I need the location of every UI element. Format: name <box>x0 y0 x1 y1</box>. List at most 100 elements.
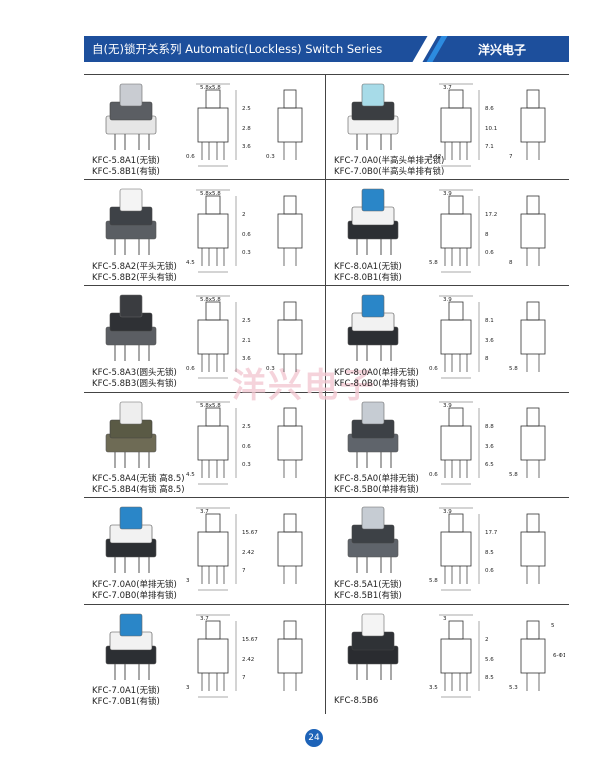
dimension-value: 3.9 <box>443 191 452 197</box>
dimension-value: 8.1 <box>485 318 494 324</box>
side-view-cap <box>283 195 297 215</box>
switch-cap <box>119 506 143 530</box>
dimension-value: 5.6 <box>485 657 494 663</box>
model-label: KFC-8.0B1(有锁) <box>334 272 402 283</box>
side-view-outline <box>277 425 303 461</box>
switch-pin <box>356 130 358 150</box>
dimension-value: 5.8x5.8 <box>200 297 221 303</box>
model-label: KFC-8.0A1(无锁) <box>334 262 402 272</box>
model-label: KFC-7.0B0(单排有锁) <box>92 590 177 601</box>
side-view-outline <box>277 638 303 674</box>
grid-line <box>84 74 569 75</box>
dimension-value: 2.8 <box>242 126 251 132</box>
front-view-outline <box>197 425 229 461</box>
front-view-cap <box>448 195 464 215</box>
side-view-outline <box>520 213 546 249</box>
grid-line <box>84 179 569 180</box>
dimension-value: 3 <box>443 616 447 622</box>
dimension-value: 3.6 <box>242 144 251 150</box>
dimension-value: 5.8 <box>429 260 438 266</box>
dimension-value: 0.6 <box>429 472 438 478</box>
switch-photo <box>105 294 157 361</box>
switch-cap <box>119 401 143 425</box>
front-view-cap <box>205 407 221 427</box>
switch-photo <box>105 188 157 255</box>
dimension-value: 15.67 <box>242 637 258 643</box>
front-view-cap <box>205 301 221 321</box>
model-label: KFC-7.0A1(无锁) <box>92 686 160 696</box>
switch-pin <box>138 553 140 573</box>
model-label: KFC-8.5B6 <box>334 696 379 706</box>
front-view-outline <box>440 319 472 355</box>
dimension-value: 7 <box>242 568 246 574</box>
dimension-value: 0.6 <box>186 154 195 160</box>
side-view-outline <box>520 319 546 355</box>
dimension-value: 5.8x5.8 <box>200 85 221 91</box>
switch-pin <box>138 448 140 468</box>
dimension-value: 5.8 <box>429 578 438 584</box>
dimension-value: 0.6 <box>485 568 494 574</box>
dimension-value: 3.5 <box>429 685 438 691</box>
side-view-cap <box>283 301 297 321</box>
switch-cap <box>361 83 385 107</box>
brand-name: 洋兴电子 <box>478 43 527 57</box>
switch-cap <box>361 188 385 212</box>
dimension-drawing: 5.8x5.82.52.83.60.60.34.5 <box>186 83 303 167</box>
switch-cap <box>361 506 385 530</box>
model-label: KFC-5.8B4(有锁 高8.5) <box>92 484 185 495</box>
front-view-outline <box>440 638 472 674</box>
dimension-value: 0.6 <box>429 366 438 372</box>
side-view-cap <box>283 407 297 427</box>
switch-pin <box>366 553 368 573</box>
dimension-value: 2 <box>485 637 489 643</box>
dimension-value: 0.6 <box>242 444 251 450</box>
switch-pin <box>390 660 392 680</box>
dimension-value: 10.1 <box>485 126 497 132</box>
switch-pin <box>148 235 150 255</box>
grid-line <box>84 497 569 498</box>
switch-pin <box>390 448 392 468</box>
switch-photo <box>347 506 399 573</box>
model-label: KFC-5.8B2(平头有锁) <box>92 272 177 283</box>
switch-pin <box>380 235 382 255</box>
switch-pin <box>124 341 126 361</box>
side-view-outline <box>277 531 303 567</box>
front-view-cap <box>205 513 221 533</box>
side-view-outline <box>277 213 303 249</box>
page-number: 24 <box>305 729 323 747</box>
switch-pin <box>114 553 116 573</box>
switch-pin <box>114 448 116 468</box>
dimension-value: 0.3 <box>242 250 251 256</box>
model-label: KFC-7.0A0(半高头单排无锁) <box>334 156 445 166</box>
dimension-value: 8 <box>485 356 489 362</box>
switch-photo <box>105 613 157 680</box>
dimension-value: 17.7 <box>485 530 498 536</box>
dimension-value: 8.5 <box>485 550 494 556</box>
dimension-value: 3 <box>186 685 190 691</box>
model-label: KFC-5.8A4(无锁 高8.5) <box>92 474 185 484</box>
front-view-outline <box>197 319 229 355</box>
switch-pin <box>380 341 382 361</box>
dimension-value: 4.5 <box>186 472 195 478</box>
side-view-cap <box>526 89 540 109</box>
front-view-cap <box>205 89 221 109</box>
model-label: KFC-8.0B0(单排有锁) <box>334 378 419 389</box>
front-view-outline <box>197 531 229 567</box>
dimension-value: 2.42 <box>242 550 254 556</box>
switch-pin <box>390 130 392 150</box>
switch-pin <box>356 553 358 573</box>
switch-pin <box>366 448 368 468</box>
switch-pin <box>380 448 382 468</box>
front-view-cap <box>205 620 221 640</box>
switch-pin <box>148 553 150 573</box>
switch-pin <box>138 660 140 680</box>
switch-pin <box>148 341 150 361</box>
switch-pin <box>356 660 358 680</box>
dimension-value: 0.6 <box>186 366 195 372</box>
switch-pin <box>124 660 126 680</box>
switch-cap <box>119 613 143 637</box>
front-view-outline <box>440 531 472 567</box>
dimension-value: 3.9 <box>443 403 452 409</box>
